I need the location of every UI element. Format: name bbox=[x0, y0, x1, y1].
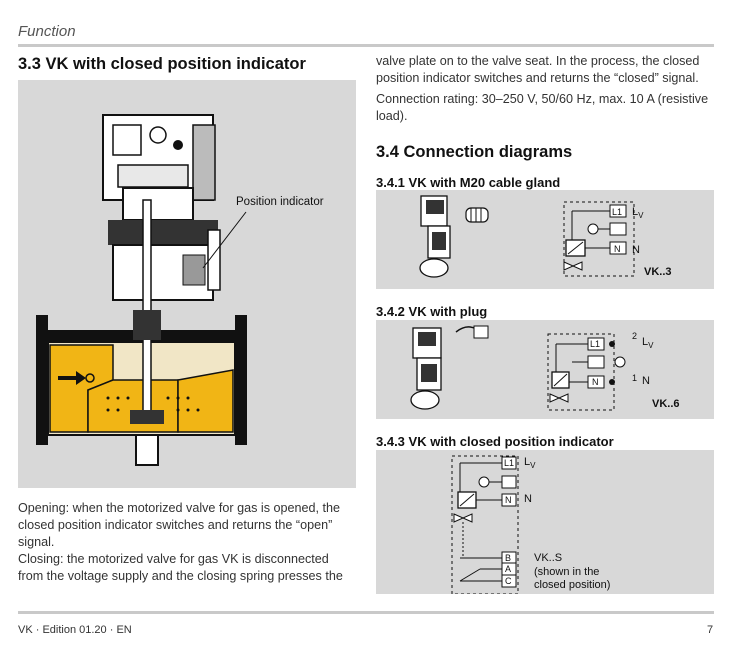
terminal-b: B bbox=[505, 553, 512, 563]
heading-closed-position-indicator: 3.3 VK with closed position indicator bbox=[18, 55, 306, 73]
label-lv-sub: V bbox=[648, 341, 654, 351]
label-lv: LV bbox=[632, 206, 643, 220]
model-label: VK..S bbox=[534, 552, 563, 564]
page-number: 7 bbox=[707, 624, 714, 636]
rating-line: load). bbox=[376, 109, 408, 123]
footer-edition: VK · Edition 01.20 · EN bbox=[18, 624, 132, 636]
label-n: N bbox=[632, 244, 640, 256]
terminal-l1: L1 bbox=[612, 207, 623, 217]
terminal-n: N bbox=[592, 377, 599, 387]
pin-number-2: 2 bbox=[632, 331, 638, 341]
diagram-closed-position-indicator: L1 N B A C LV N VK..S (shown in the clos… bbox=[376, 450, 714, 595]
cont-line: valve plate on to the valve seat. In the… bbox=[376, 54, 700, 68]
heading-m20-cable-gland: 3.4.1 VK with M20 cable gland bbox=[376, 175, 561, 190]
terminal-l1: L1 bbox=[504, 458, 515, 468]
diagram-m20-cable-gland: L1 N LV N VK..3 bbox=[376, 190, 714, 289]
terminal-l1: L1 bbox=[590, 339, 601, 349]
label-lv-sub: V bbox=[530, 461, 536, 471]
label-n: N bbox=[524, 493, 532, 505]
section-title: Function bbox=[18, 23, 76, 40]
label-lv-main: L bbox=[632, 206, 639, 218]
terminal-c: C bbox=[505, 576, 512, 586]
heading-vk-closed-position-indicator: 3.4.3 VK with closed position indicator bbox=[376, 434, 614, 449]
terminal-n: N bbox=[505, 495, 512, 505]
model-label: VK..3 bbox=[644, 266, 672, 278]
note-line: closed position) bbox=[534, 579, 611, 591]
terminal-a: A bbox=[505, 564, 512, 574]
label-lv-main: L bbox=[524, 456, 531, 468]
diagram-vk-with-plug: L1 N 2 1 LV N VK..6 bbox=[376, 320, 714, 419]
connection-rating-paragraph: Connection rating: 30–250 V, 50/60 Hz, m… bbox=[376, 91, 708, 125]
note-line: (shown in the bbox=[534, 566, 600, 578]
header-rule bbox=[18, 44, 714, 47]
rating-line: Connection rating: 30–250 V, 50/60 Hz, m… bbox=[376, 92, 709, 106]
opening-paragraph: Opening: when the motorized valve for ga… bbox=[18, 500, 340, 551]
footer-rule bbox=[18, 611, 714, 614]
valve-cutaway-figure: Position indicator bbox=[18, 80, 356, 488]
label-lv-main: L bbox=[642, 336, 649, 348]
closing-line: from the voltage supply and the closing … bbox=[18, 569, 343, 583]
continued-paragraph: valve plate on to the valve seat. In the… bbox=[376, 53, 699, 87]
position-indicator-label: Position indicator bbox=[236, 196, 324, 208]
opening-line: closed position indicator switches and r… bbox=[18, 518, 333, 532]
label-lv: LV bbox=[524, 456, 535, 470]
position-note: (shown in the closed position) bbox=[534, 566, 610, 592]
opening-line: Opening: when the motorized valve for ga… bbox=[18, 501, 341, 515]
label-lv: LV bbox=[642, 336, 653, 350]
wiring-diagram-1 bbox=[419, 195, 635, 278]
label-lv-sub: V bbox=[638, 211, 644, 221]
heading-connection-diagrams: 3.4 Connection diagrams bbox=[376, 143, 573, 161]
model-label: VK..6 bbox=[652, 398, 680, 410]
valve-cutaway-drawing bbox=[36, 114, 247, 466]
closing-line: Closing: the motorized valve for gas VK … bbox=[18, 552, 329, 566]
terminal-n: N bbox=[614, 244, 621, 254]
wiring-diagram-3 bbox=[451, 455, 519, 595]
wiring-diagram-2 bbox=[410, 325, 626, 411]
label-n: N bbox=[642, 375, 650, 387]
cont-line: position indicator switches and returns … bbox=[376, 71, 699, 85]
pin-number-1: 1 bbox=[632, 373, 638, 383]
heading-vk-with-plug: 3.4.2 VK with plug bbox=[376, 304, 488, 319]
opening-line: signal. bbox=[18, 535, 55, 549]
closing-paragraph: Closing: the motorized valve for gas VK … bbox=[18, 551, 343, 585]
